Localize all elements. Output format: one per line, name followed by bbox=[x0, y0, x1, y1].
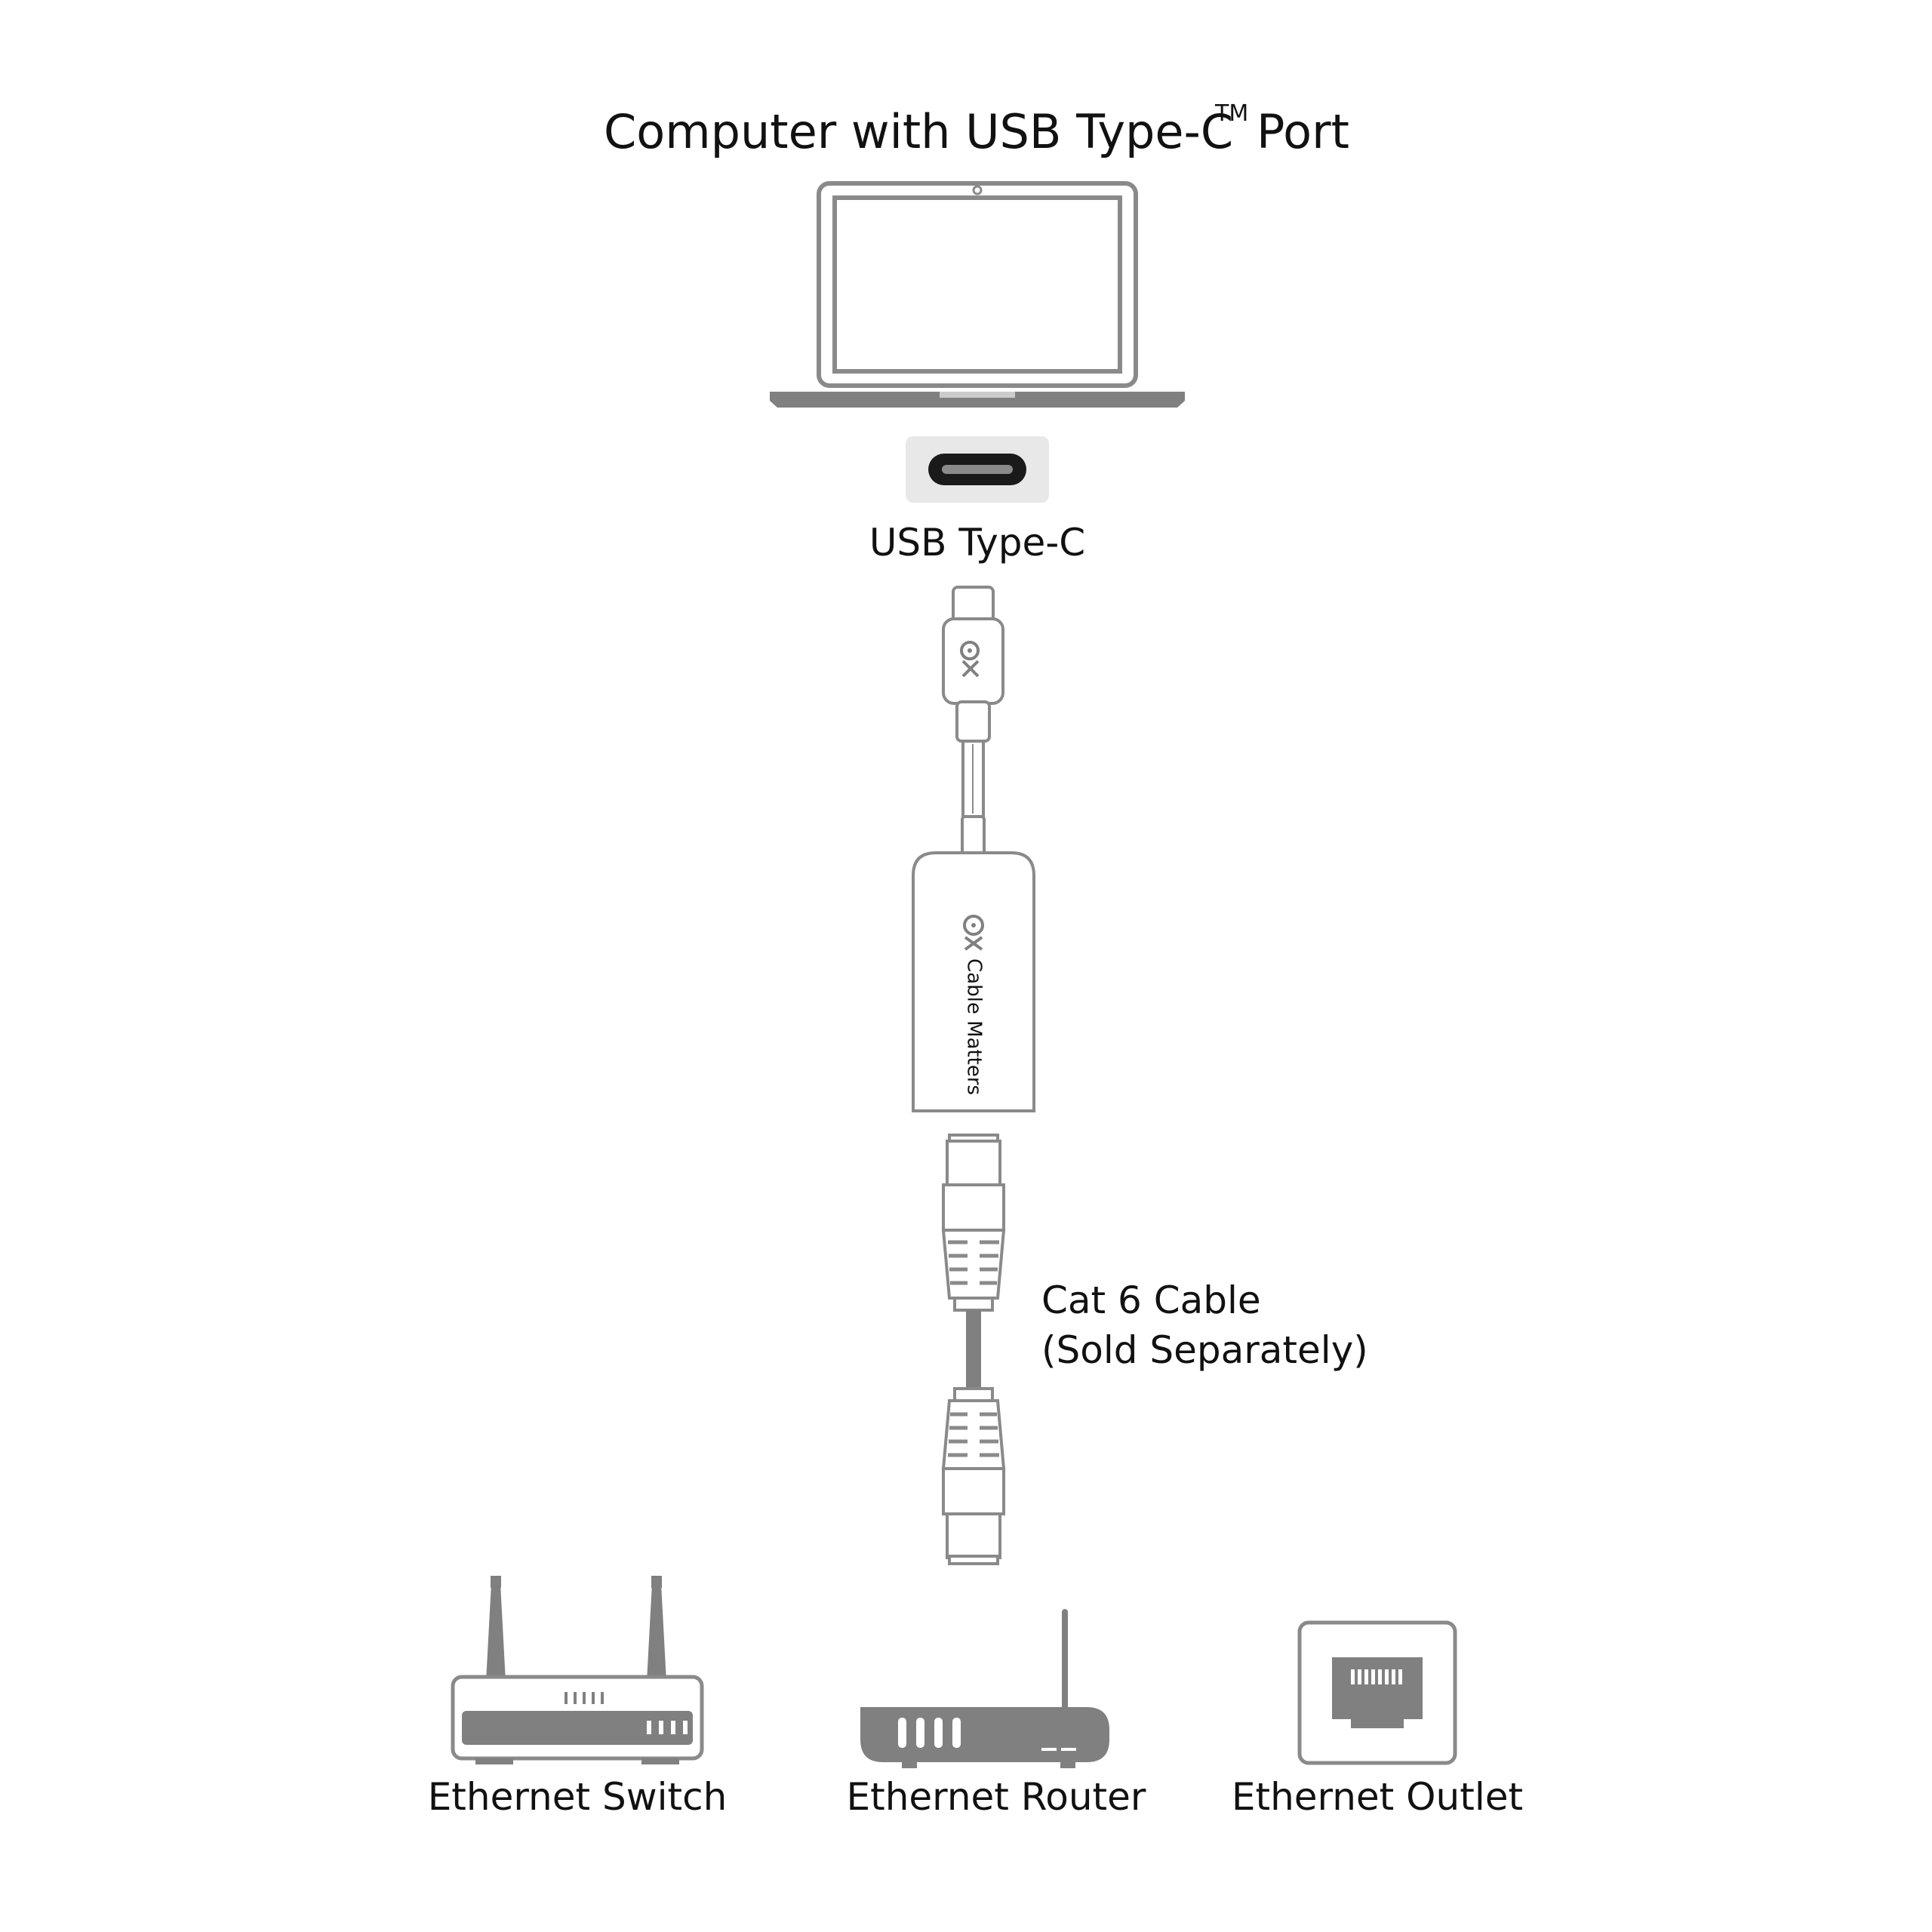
title-main: Computer with USB Type-C bbox=[604, 104, 1233, 159]
laptop-icon bbox=[770, 181, 1185, 408]
ethernet-router-icon bbox=[860, 1609, 1109, 1768]
ethernet-adapter-icon: Cable Matters bbox=[912, 851, 1035, 1112]
rj45-plug-bottom-icon bbox=[941, 1387, 1006, 1565]
cat6-cable-icon bbox=[966, 1310, 981, 1390]
usb-c-plug-icon bbox=[942, 586, 1004, 856]
usb-c-port-icon bbox=[906, 436, 1049, 503]
cable-label-line2: (Sold Separately) bbox=[1041, 1328, 1368, 1372]
ethernet-outlet-label: Ethernet Outlet bbox=[1232, 1775, 1523, 1819]
adapter-logo-icon bbox=[963, 915, 984, 951]
cable-label-line1: Cat 6 Cable bbox=[1041, 1278, 1261, 1322]
usb-c-port-label: USB Type-C bbox=[869, 521, 1085, 565]
ethernet-switch-icon bbox=[451, 1576, 704, 1764]
cable-matters-logo-icon bbox=[960, 641, 980, 678]
page-title: Computer with USB Type-C TM Port bbox=[604, 100, 1349, 159]
ethernet-router-label: Ethernet Router bbox=[847, 1775, 1146, 1819]
ethernet-switch-label: Ethernet Switch bbox=[428, 1775, 728, 1819]
adapter-brand-label: Cable Matters bbox=[963, 958, 986, 1095]
title-suffix: Port bbox=[1257, 104, 1349, 159]
ethernet-outlet-icon bbox=[1297, 1620, 1457, 1765]
rj45-plug-top-icon bbox=[941, 1134, 1006, 1312]
cable-label: Cat 6 Cable (Sold Separately) bbox=[1041, 1278, 1368, 1372]
title-trademark: TM bbox=[1214, 100, 1248, 127]
